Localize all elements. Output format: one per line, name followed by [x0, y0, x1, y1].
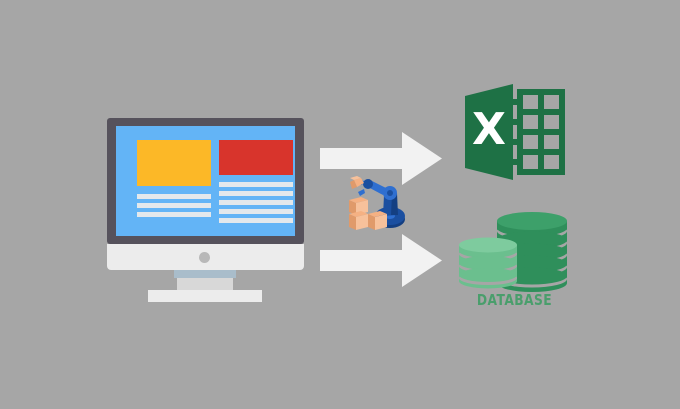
webpage-right-column	[219, 140, 293, 227]
arrow-to-excel-icon	[320, 130, 442, 187]
webpage-text-line	[137, 203, 211, 208]
database-icon: DATABASE	[452, 207, 577, 317]
webpage-text-lines-left	[137, 194, 211, 217]
webpage-thumbnail-yellow	[137, 140, 211, 186]
database-label: DATABASE	[476, 291, 553, 309]
database-front-stack	[459, 237, 517, 289]
monitor-screen	[116, 126, 295, 236]
webpage-text-line	[219, 218, 293, 223]
webpage-text-line	[219, 209, 293, 214]
desktop-computer-monitor	[107, 118, 304, 302]
monitor-stand-neck-top	[174, 270, 236, 278]
webpage-text-line	[137, 212, 211, 217]
robotic-arm-with-boxes-icon	[348, 173, 408, 235]
monitor-stand-neck	[177, 278, 233, 291]
monitor-power-dot-icon	[199, 252, 210, 263]
microsoft-excel-icon: X	[463, 82, 568, 182]
arrow-to-database-icon	[320, 232, 442, 289]
webpage-text-line	[219, 182, 293, 187]
webpage-text-line	[137, 194, 211, 199]
webpage-left-column	[137, 140, 211, 221]
monitor-stand-base	[148, 290, 262, 302]
webpage-text-lines-right	[219, 182, 293, 223]
webpage-text-line	[219, 191, 293, 196]
excel-letter-x: X	[472, 104, 506, 155]
webpage-text-line	[219, 200, 293, 205]
monitor-bezel	[107, 118, 304, 244]
webpage-thumbnail-red	[219, 140, 293, 175]
